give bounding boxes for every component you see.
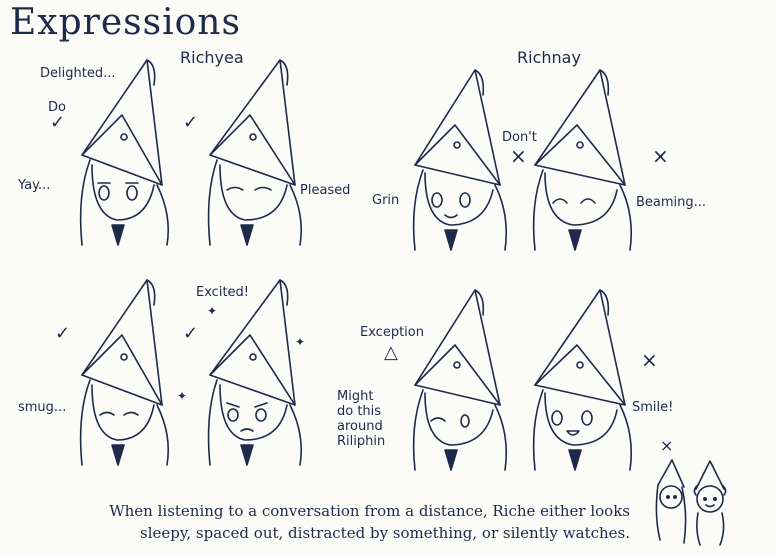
figure-yay — [79, 59, 170, 246]
figure-grin — [412, 69, 508, 251]
figure-pleased — [207, 59, 303, 246]
cross-icon: × — [510, 144, 527, 168]
label-do: Do — [48, 100, 66, 115]
label-grin: Grin — [372, 193, 400, 208]
sparkle-icon: ✦ — [177, 389, 188, 403]
group-heading-richyea: Richyea — [180, 48, 244, 67]
cross-icon: × — [652, 144, 669, 168]
label-might-line3: around — [337, 419, 383, 434]
page-title: Expressions — [10, 2, 241, 43]
sparkle-icon: ✦ — [207, 304, 218, 318]
label-beaming: Beaming... — [636, 195, 707, 210]
caption-line-1: When listening to a conversation from a … — [109, 502, 630, 520]
sparkle-icon: ✦ — [295, 335, 306, 349]
label-might-line1: Might — [337, 389, 374, 404]
figure-exception — [412, 289, 508, 471]
label-smug: smug... — [18, 400, 67, 415]
cross-icon: × — [660, 436, 674, 455]
check-icon: ✓ — [55, 323, 71, 344]
figure-smile — [532, 289, 633, 471]
check-icon: ✓ — [50, 112, 66, 133]
triangle-icon: △ — [384, 342, 398, 363]
label-pleased: Pleased — [300, 183, 351, 198]
group-heading-richnay: Richnay — [517, 48, 581, 67]
check-icon: ✓ — [183, 323, 199, 344]
figure-beaming — [532, 69, 633, 251]
check-icon: ✓ — [183, 112, 199, 133]
label-dont: Don't — [502, 130, 537, 145]
cross-icon: × — [641, 348, 658, 372]
label-excited: Excited! — [196, 285, 249, 300]
label-exception: Exception — [360, 325, 424, 340]
chibi-pair-illustration — [655, 459, 727, 546]
label-yay: Yay... — [18, 178, 51, 193]
figure-excited — [207, 279, 303, 466]
label-might-line4: Riliphin — [337, 434, 386, 449]
figure-smug — [79, 279, 170, 466]
label-smile: Smile! — [632, 400, 674, 415]
label-delighted: Delighted... — [40, 66, 116, 81]
caption-line-2: sleepy, spaced out, distracted by someth… — [140, 524, 630, 542]
label-might-line2: do this — [337, 404, 382, 419]
